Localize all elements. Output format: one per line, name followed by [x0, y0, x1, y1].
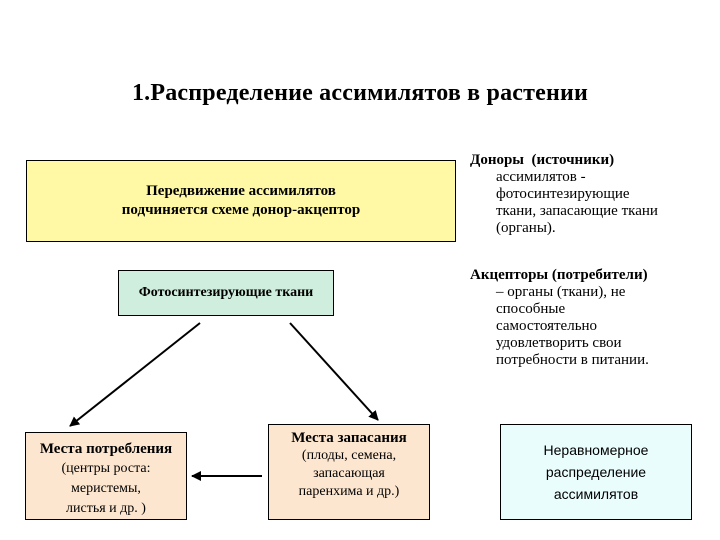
principle-line-1: Передвижение ассимилятов — [146, 183, 336, 199]
principle-box: Передвижение ассимилятов подчиняется схе… — [26, 160, 456, 242]
storage-box: Места запасания (плоды, семена, запасающ… — [268, 424, 430, 520]
acceptors-definition: Акцепторы (потребители) – органы (ткани)… — [470, 266, 710, 369]
donors-line: ткани, запасающие ткани — [496, 203, 658, 219]
donors-line: фотосинтезирующие — [496, 186, 630, 202]
arrow-to-consumption — [69, 322, 201, 427]
uneven-line: распределение — [545, 464, 647, 480]
consumption-line: (центры роста: — [61, 461, 151, 476]
donors-definition: Доноры (источники) ассимилятов - фотосин… — [470, 151, 710, 237]
consumption-line: меристемы, — [71, 481, 141, 496]
donors-line: ассимилятов - — [496, 169, 586, 185]
uneven-distribution-box: Неравномерное распределение ассимилятов — [500, 424, 692, 520]
acceptors-line: удовлетворить свои — [496, 335, 622, 351]
acceptors-line: способные — [496, 301, 566, 317]
storage-line: (плоды, семена, — [301, 448, 397, 463]
acceptors-line: – органы (ткани), не — [496, 284, 626, 300]
photosynthetic-tissues-label: Фотосинтезирующие ткани — [138, 285, 314, 300]
photosynthetic-tissues-box: Фотосинтезирующие ткани — [118, 270, 334, 316]
storage-line: паренхима и др.) — [298, 484, 400, 499]
uneven-line: Неравномерное — [543, 442, 649, 458]
donors-heading: Доноры (источники) — [470, 152, 615, 168]
page-title: 1.Распределение ассимилятов в растении — [131, 80, 589, 106]
consumption-box: Места потребления (центры роста: меристе… — [25, 432, 187, 520]
arrow-to-storage — [289, 322, 379, 421]
principle-line-2: подчиняется схеме донор-акцептор — [121, 202, 361, 218]
donors-line: (органы). — [496, 220, 556, 236]
consumption-line: листья и др. ) — [66, 501, 146, 516]
acceptors-line: потребности в питании. — [496, 352, 649, 368]
uneven-line: ассимилятов — [553, 486, 639, 502]
acceptors-heading: Акцепторы (потребители) — [470, 267, 648, 283]
acceptors-line: самостоятельно — [496, 318, 598, 334]
storage-heading: Места запасания — [291, 430, 407, 446]
consumption-heading: Места потребления — [39, 441, 173, 457]
storage-line: запасающая — [313, 466, 385, 481]
